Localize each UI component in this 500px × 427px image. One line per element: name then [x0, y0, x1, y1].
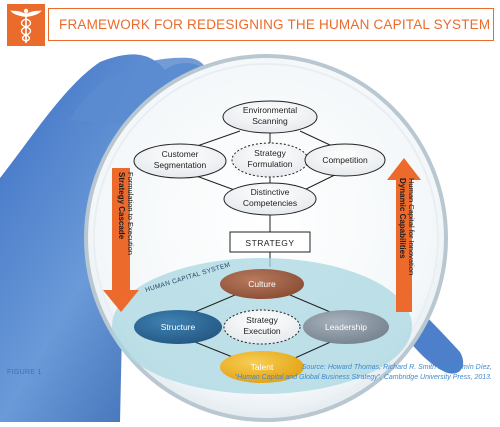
hcs-connectors: [189, 294, 336, 359]
node-distinctive-competencies-line2: Competencies: [243, 198, 297, 208]
node-structure-label: Structure: [161, 322, 196, 332]
node-leadership-label: Leadership: [325, 322, 367, 332]
figure-stage: Environmental Scanning Customer Segmenta…: [0, 50, 500, 422]
source-citation: Source: Howard Thomas, Richard R. Smith …: [162, 363, 492, 383]
dynamic-capabilities-arrow: Dynamic Capabilities Human Capital for I…: [387, 158, 421, 312]
node-strategy-execution: Strategy Execution: [223, 309, 301, 345]
petri-dish-rim: [93, 63, 439, 413]
node-environmental-scanning-line2: Scanning: [252, 116, 288, 126]
caduceus-icon: [10, 8, 42, 43]
header: FRAMEWORK FOR REDESIGNING THE HUMAN CAPI…: [0, 0, 500, 50]
node-strategy-execution-line2: Execution: [243, 326, 281, 336]
node-strategy-formulation: Strategy Formulation: [231, 142, 309, 178]
node-talent-label: Talent: [251, 362, 274, 372]
node-customer-segmentation-line2: Segmentation: [154, 160, 207, 170]
node-customer-segmentation: Customer Segmentation: [133, 143, 227, 179]
source-line-1: Source: Howard Thomas, Richard R. Smith …: [301, 364, 492, 371]
node-competition: Competition: [304, 143, 386, 177]
node-distinctive-competencies: Distinctive Competencies: [223, 182, 317, 216]
strategy-cascade-subtitle: Formulation to Execution: [126, 172, 135, 255]
glove-thumb: [70, 57, 209, 125]
node-distinctive-competencies-line1: Distinctive: [251, 187, 290, 197]
node-leadership: Leadership: [303, 310, 389, 344]
strategy-box-label: STRATEGY: [245, 238, 294, 248]
strategy-box: STRATEGY: [229, 231, 311, 253]
node-culture: Culture: [220, 269, 304, 299]
source-line-2: “Human Capital and Global Business Strat…: [234, 374, 492, 381]
strategy-cascade-title: Strategy Cascade: [117, 172, 126, 240]
framework-diagram: Environmental Scanning Customer Segmenta…: [0, 54, 464, 422]
node-environmental-scanning: Environmental Scanning: [222, 100, 318, 134]
node-strategy-formulation-line2: Formulation: [248, 159, 293, 169]
node-customer-segmentation-line1: Customer: [162, 149, 199, 159]
node-competition-label: Competition: [322, 155, 368, 165]
page-title: FRAMEWORK FOR REDESIGNING THE HUMAN CAPI…: [59, 17, 491, 32]
node-strategy-formulation-line1: Strategy: [254, 148, 286, 158]
dynamic-capabilities-title: Dynamic Capabilities: [398, 178, 407, 259]
node-strategy-execution-line1: Strategy: [246, 315, 278, 325]
caduceus-logo: [7, 4, 45, 46]
node-structure: Structure: [134, 310, 222, 344]
node-talent: Talent: [220, 351, 304, 383]
dynamic-capabilities-subtitle: Human Capital for Innovation: [407, 178, 416, 275]
node-environmental-scanning-line1: Environmental: [243, 105, 297, 115]
figure-label: FIGURE 1: [7, 369, 42, 376]
node-culture-label: Culture: [248, 279, 276, 289]
title-band: FRAMEWORK FOR REDESIGNING THE HUMAN CAPI…: [48, 8, 494, 41]
strategy-cascade-arrow: Strategy Cascade Formulation to Executio…: [103, 168, 139, 312]
